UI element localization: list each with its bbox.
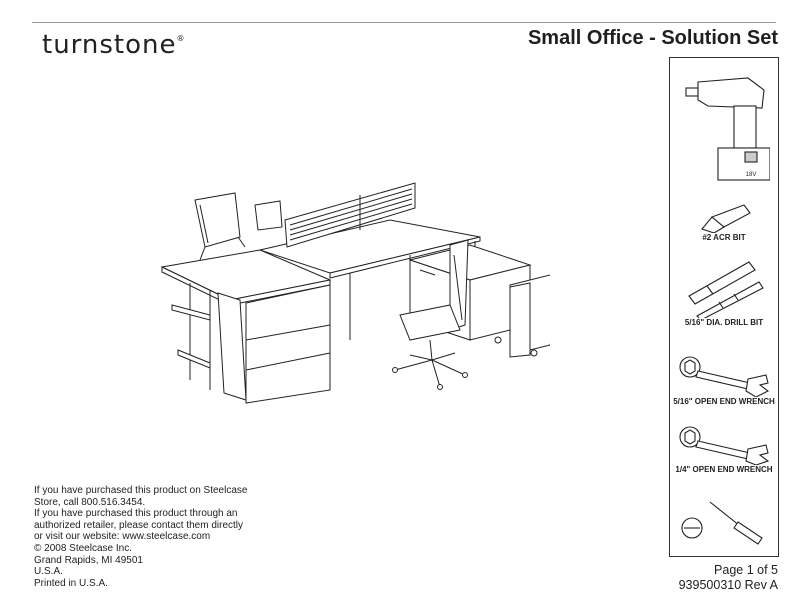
tool-label: 5/16" DIA. DRILL BIT — [684, 318, 764, 327]
info-line: or visit our website: www.steelcase.com — [34, 531, 211, 543]
tool-label: #2 ACR BIT — [702, 233, 746, 242]
info-line: Grand Rapids, MI 49501 — [34, 554, 143, 566]
info-line: © 2008 Steelcase Inc. — [34, 542, 132, 554]
battery-label: 18V — [746, 172, 757, 178]
pedestals — [408, 244, 571, 358]
brand-logo: turnstone® — [42, 30, 186, 60]
tool-item: 5/16" OPEN END WRENCH — [670, 353, 778, 407]
wrench-icon — [679, 356, 770, 397]
tool-item — [670, 498, 778, 548]
registered-mark: ® — [176, 34, 186, 43]
page-title: Small Office - Solution Set — [527, 27, 778, 49]
logo-text: turnstone — [42, 30, 177, 60]
acr-bit-icon — [701, 204, 751, 233]
tool-label: 5/16" OPEN END WRENCH — [673, 397, 775, 406]
main-desk — [258, 219, 481, 340]
tool-item: #2 ACR BIT — [670, 203, 778, 243]
screen-divider — [284, 182, 416, 248]
tool-item: 5/16" DIA. DRILL BIT — [670, 258, 778, 328]
top-rule — [32, 22, 776, 23]
cordless-drill-icon: 18V — [685, 77, 770, 181]
info-line: U.S.A. — [34, 566, 63, 578]
drill-bit-icon — [688, 261, 764, 318]
tool-item: 1/4" OPEN END WRENCH — [670, 425, 778, 475]
contact-information: If you have purchased this product on St… — [34, 485, 264, 589]
info-line: Printed in U.S.A. — [34, 577, 108, 589]
info-line: authorized retailer, please contact them… — [34, 519, 243, 531]
wrench-icon — [679, 426, 770, 465]
back-chair — [194, 192, 283, 261]
tool-item: 18V — [670, 66, 778, 190]
tool-label: 1/4" OPEN END WRENCH — [675, 465, 773, 474]
task-chair — [392, 239, 469, 390]
tools-required-panel: 18V #2 ACR BIT 5/16" DIA. DRILL BIT 5/16… — [669, 57, 779, 557]
office-workstation-illustration — [150, 175, 571, 415]
flat-screwdriver-icon — [681, 501, 763, 545]
page-footer: Page 1 of 5 939500310 Rev A — [679, 563, 778, 593]
document-number: 939500310 Rev A — [678, 578, 778, 592]
info-line: If you have purchased this product throu… — [34, 508, 238, 520]
left-desk-shelf-unit — [160, 249, 332, 404]
info-line: Store, call 800.516.3454. — [34, 496, 146, 508]
page-number: Page 1 of 5 — [714, 563, 778, 577]
info-line: If you have purchased this product on St… — [34, 485, 248, 496]
